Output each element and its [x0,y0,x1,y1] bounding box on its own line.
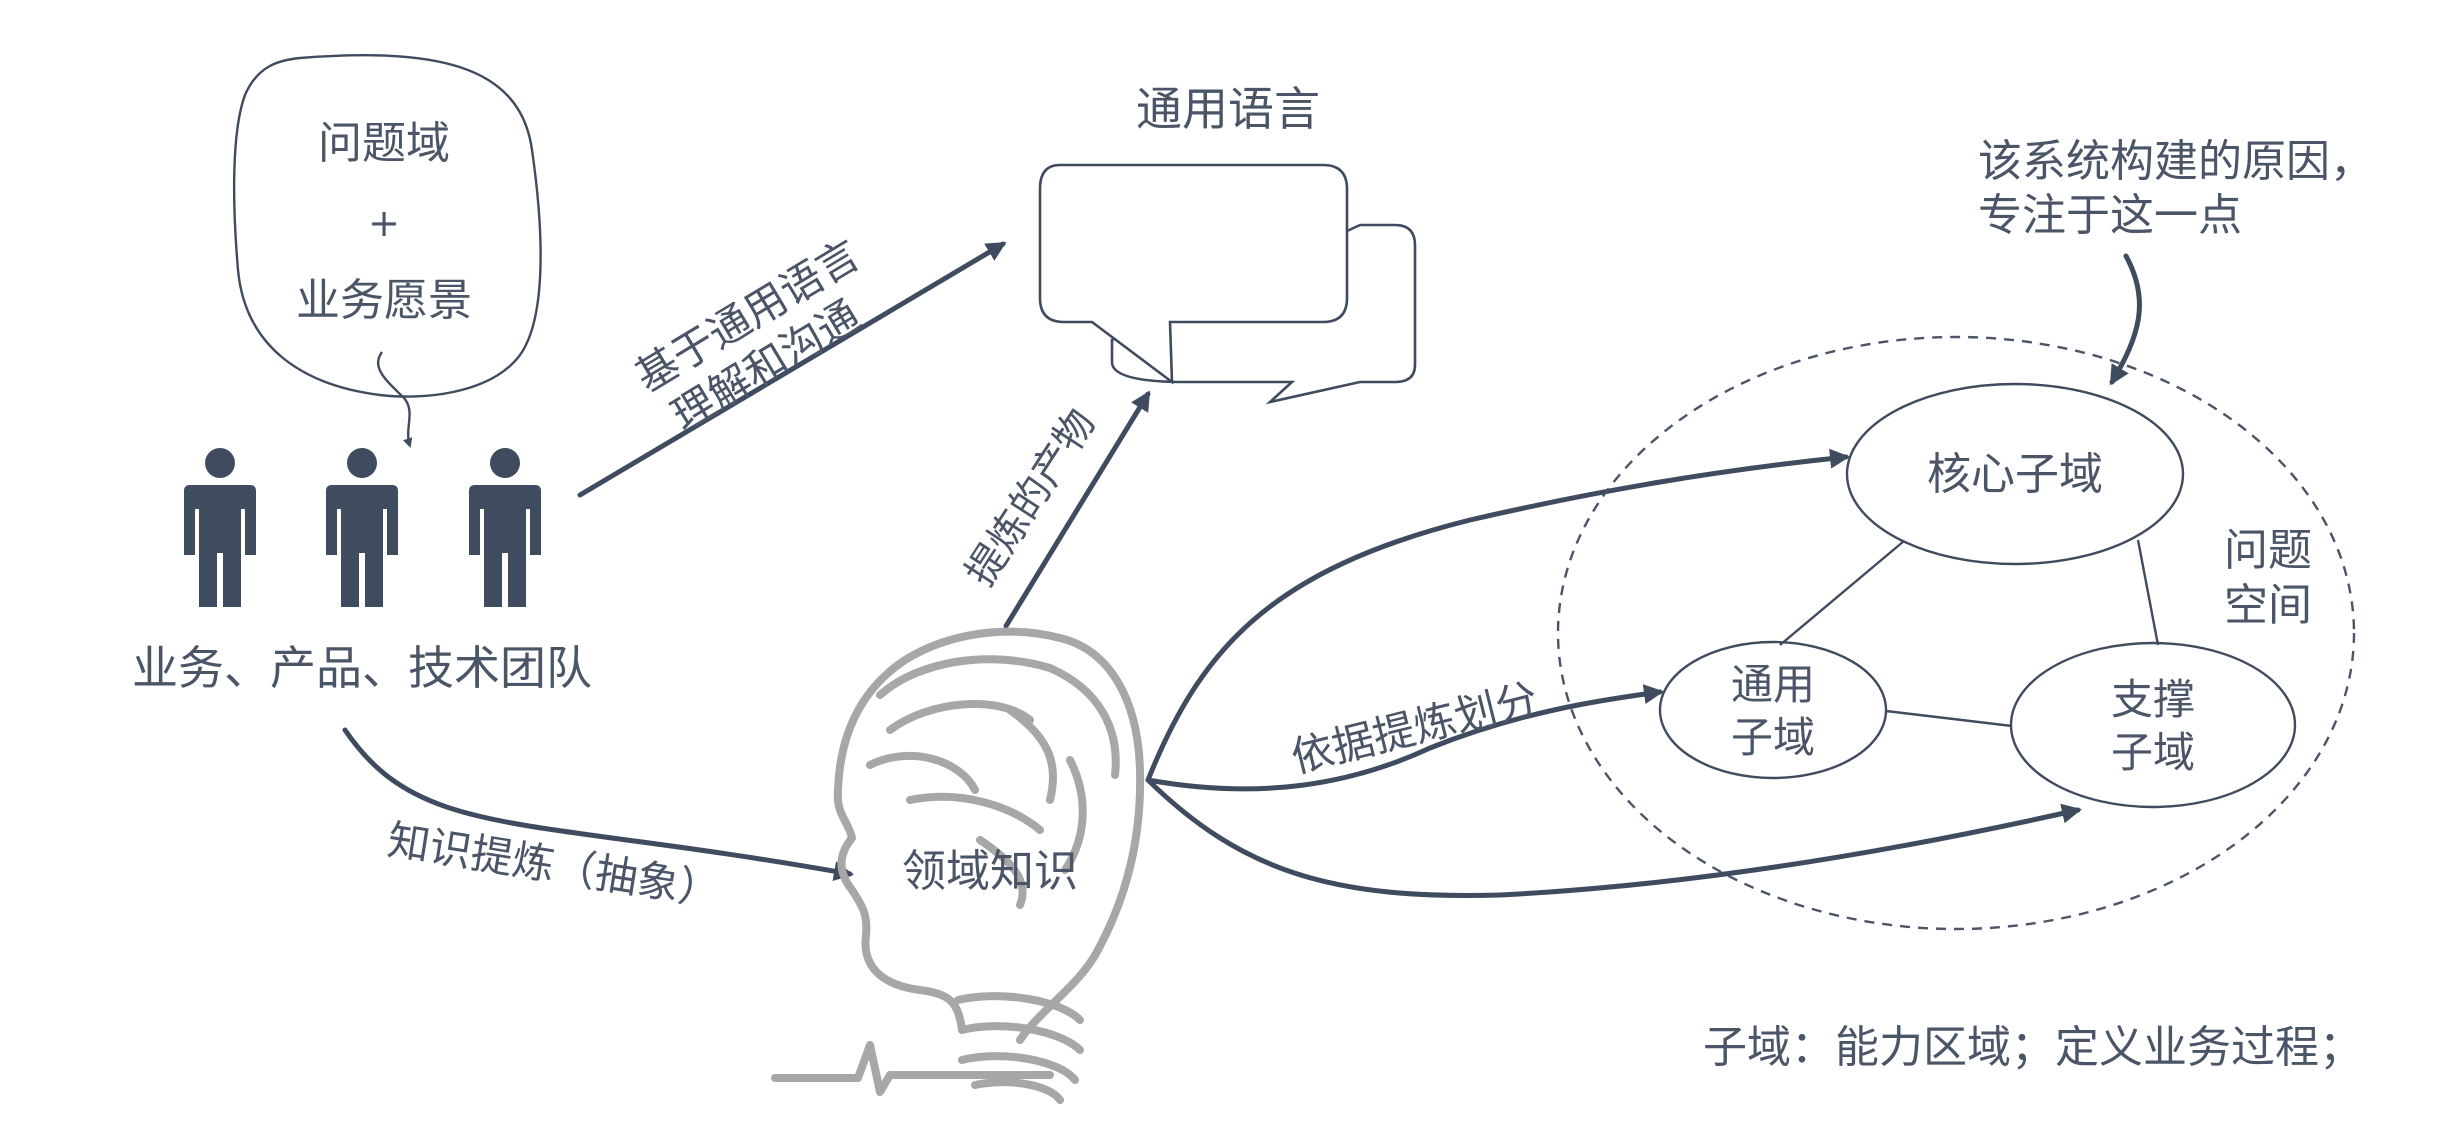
generic-supporting-link [1885,709,2013,728]
person-icon [184,448,256,607]
knowledge-to-core-arrow [1145,448,1850,783]
team-to-knowledge-arrow [342,727,854,882]
generic-subdomain-label-line2: 子域 [1731,713,1815,762]
generic-subdomain-node [1658,640,1888,780]
knowledge-to-supporting-arrow [1145,777,2082,898]
brain-head-icon [771,627,1145,1104]
team-to-language-arrow [577,241,1007,498]
core-supporting-link [2136,539,2160,646]
knowledge-to-generic-arrow [1145,684,1664,792]
footnote: 子域：能力区域；定义业务过程； [1703,1022,2363,1073]
generic-subdomain-label-line1: 通用 [1731,660,1815,709]
problem-space-label-line1: 问题 [2224,525,2312,576]
domain-knowledge-label: 领域知识 [902,846,1078,897]
core-generic-link [1779,540,1905,646]
plus-sign-text: + [368,201,400,245]
brain-to-language-arrow [1003,390,1151,629]
core-note-line1: 该系统构建的原因， [1978,136,2374,187]
supporting-subdomain-node [2009,641,2297,809]
core-subdomain-label: 核心子域 [1927,449,2103,500]
core-subdomain-node [1845,382,2185,566]
team-label: 业务、产品、技术团队 [132,641,592,695]
problem-vision-bubble: 问题域 + 业务愿景 [232,54,542,448]
problem-domain-text: 问题域 [318,118,450,169]
person-icon [326,448,398,607]
person-icon [469,448,541,607]
supporting-subdomain-label-line2: 子域 [2111,728,2195,777]
divide-label: 依据提炼划分 [1286,674,1542,783]
problem-space-label-line2: 空间 [2224,580,2312,631]
core-note-line2: 专注于这一点 [1978,190,2242,241]
problem-space-boundary [1556,335,2356,931]
core-note-arrow [2109,253,2142,386]
business-vision-text: 业务愿景 [296,275,472,326]
supporting-subdomain-label-line1: 支撑 [2111,675,2195,724]
common-language-title: 通用语言 [1136,82,1320,136]
communicate-label: 基于通用语言 理解和沟通 [627,230,868,441]
speech-bubbles-icon [1038,163,1417,405]
team-people [184,448,541,607]
